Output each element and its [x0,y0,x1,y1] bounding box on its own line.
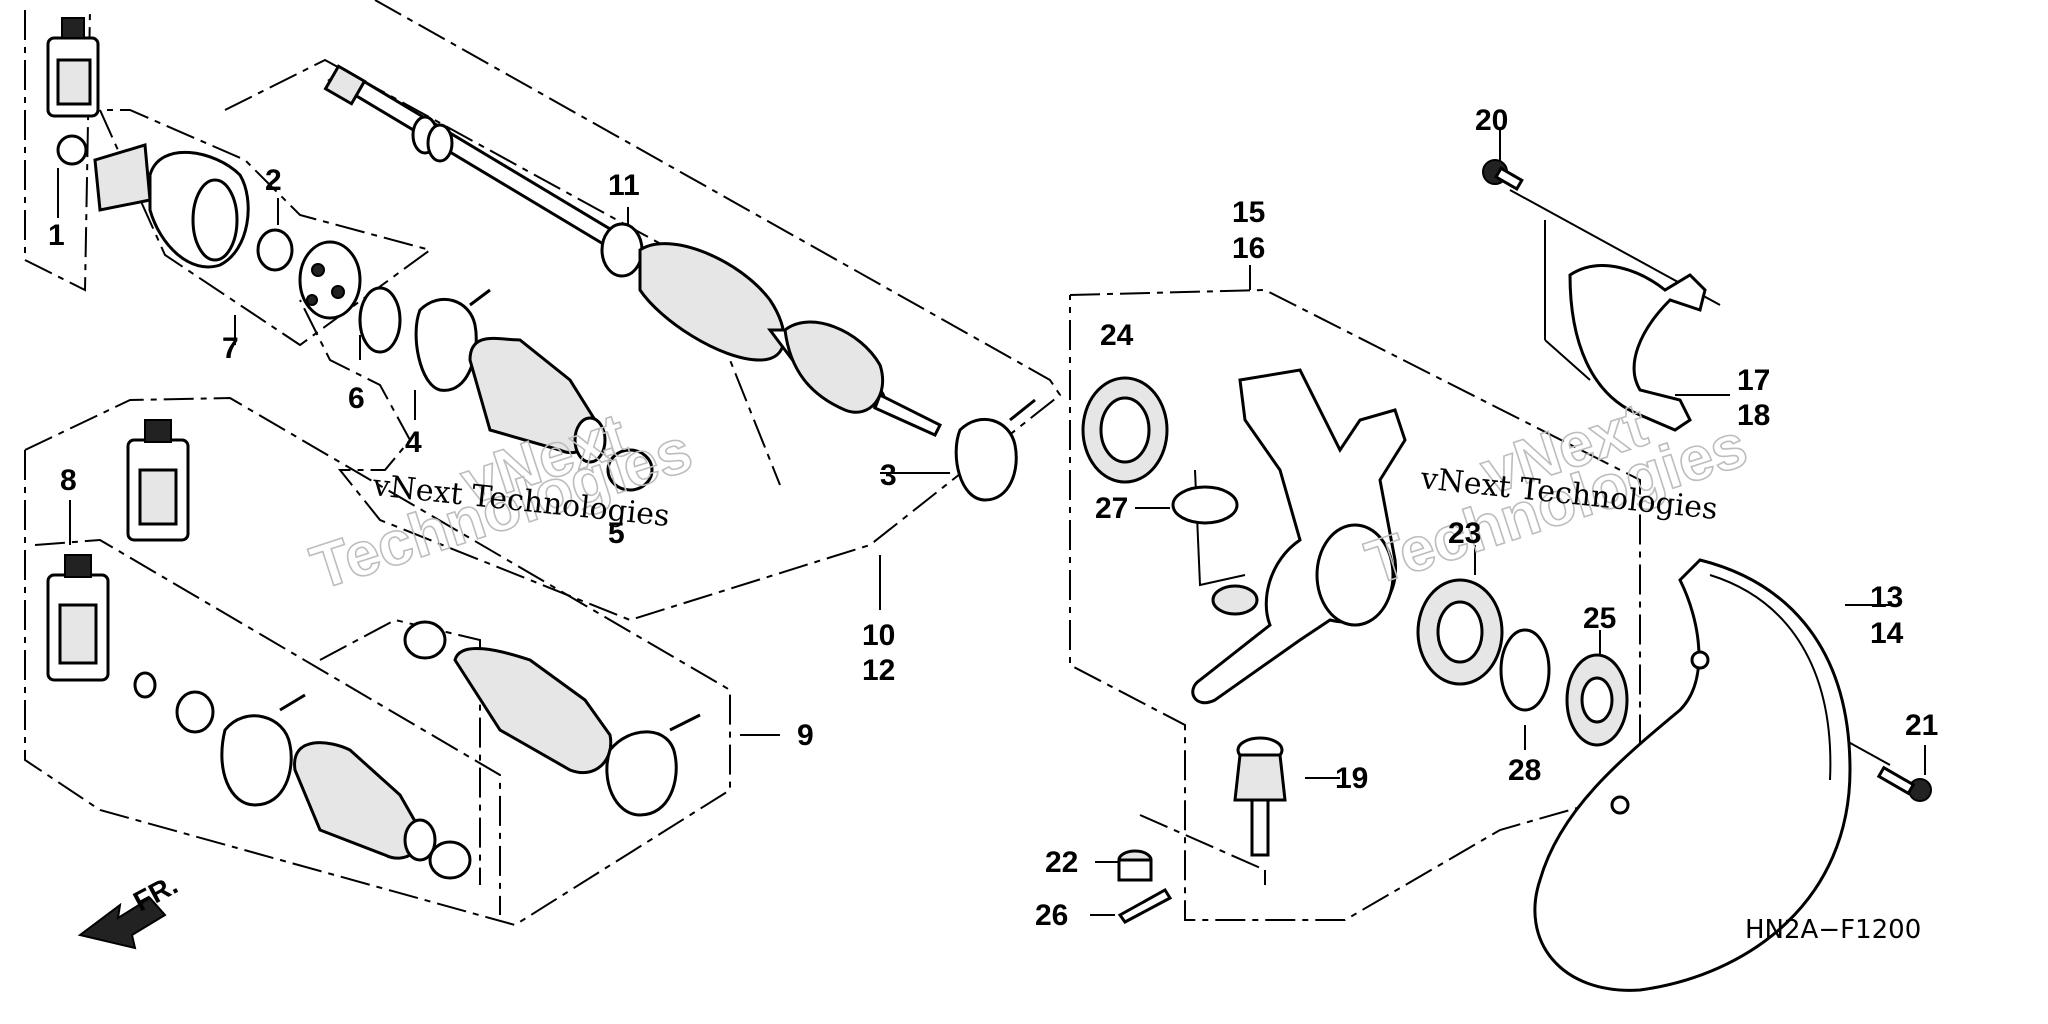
bracket-17-icon [1568,264,1707,432]
callout-6: 6 [348,382,365,415]
callout-28: 28 [1508,754,1541,787]
callout-15: 15 [1232,196,1265,229]
callout-4: 4 [405,426,422,459]
boot-band-3-icon [954,398,1036,502]
cotter-pin-26-icon [1117,887,1173,924]
circlip-icon [56,134,88,166]
kit-band-outer-icon [605,713,701,817]
bolt-21-icon [1876,765,1932,802]
boot-inner-icon [468,336,607,464]
callout-20: 20 [1475,104,1508,137]
oil-seal-25-icon [1565,653,1629,747]
front-arrow-icon [77,896,167,950]
callout-19: 19 [1335,762,1368,795]
kit-boot-outer-icon [453,646,613,774]
grease-bottle-8a-icon [126,419,190,542]
circlip-27-icon [1171,485,1239,525]
kit-band-top-icon [403,620,447,660]
callout-18: 18 [1737,399,1770,432]
inner-joint-housing-icon [93,143,250,269]
kit-band-large-icon [220,693,306,807]
part-drawings [46,17,1932,992]
callout-1: 1 [48,219,65,252]
leader-lines [57,130,1926,916]
oil-seal-24-icon [1081,376,1169,484]
castle-nut-22-icon [1117,849,1153,882]
callout-10: 10 [862,619,895,652]
outline-knuckle [1069,288,1641,921]
kit-boot-end-icon [403,818,437,862]
snap-ring-6-icon [358,286,402,354]
callout-25: 25 [1583,602,1616,635]
boot-band-5-icon [606,448,654,492]
diagram-code: HN2A−F1200 [1745,915,1921,945]
callout-11: 11 [608,169,640,202]
callout-22: 22 [1045,846,1078,879]
kit-boot-inner-icon [293,741,423,860]
callout-12: 12 [862,654,895,687]
bolt-20-icon [1482,159,1524,191]
callout-24: 24 [1100,319,1134,352]
callout-numbers: 1 2 3 4 5 6 7 8 9 10 11 12 13 14 15 16 1… [48,104,1938,932]
callout-8: 8 [60,464,77,497]
callout-3: 3 [880,459,897,492]
kit-circlip-icon [133,671,157,699]
callout-13: 13 [1870,581,1903,614]
brake-shield-icon [1533,558,1852,992]
callout-17: 17 [1737,364,1770,397]
ball-joint-19-icon [1233,736,1287,857]
outline-shaft-assembly [299,0,1062,622]
callout-21: 21 [1905,709,1938,742]
grease-bottle-icon [46,17,100,118]
callout-7: 7 [222,332,239,365]
callout-26: 26 [1035,899,1068,932]
callout-14: 14 [1870,617,1904,650]
bearing-23-icon [1416,578,1504,686]
drive-shaft-icon [323,64,943,437]
outline-ball-joint [1139,814,1266,871]
callout-5: 5 [608,517,625,550]
outline-boot-kit [24,396,731,927]
knuckle-icon [1191,368,1407,704]
circlip-28-icon [1499,628,1551,712]
callout-9: 9 [797,719,814,752]
outline-shaft-upper [224,58,781,486]
kit-band-end-icon [428,840,472,880]
grease-bottle-8b-icon [46,554,110,682]
cage-bearing-icon [298,240,362,320]
callout-16: 16 [1232,232,1265,265]
callout-2: 2 [265,164,282,197]
callout-23: 23 [1448,517,1481,550]
kit-band-small-icon [175,690,215,734]
circlip-2-icon [256,228,294,272]
callout-27: 27 [1095,492,1128,525]
